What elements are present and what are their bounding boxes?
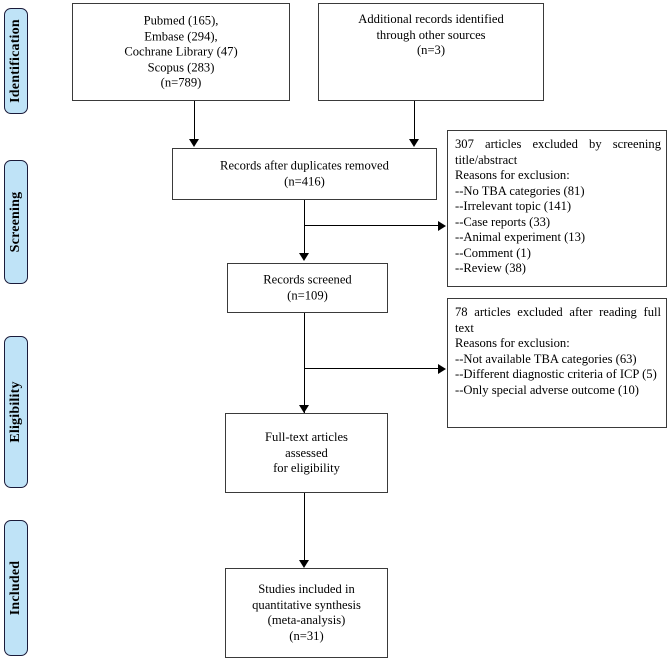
studies-included-line-2: quantitative synthesis <box>252 597 361 612</box>
stage-tab-identification-label: Identification <box>8 19 23 103</box>
stage-tab-eligibility: Eligibility <box>4 336 28 488</box>
stage-tab-eligibility-label: Eligibility <box>8 381 23 443</box>
excluded-title-abstract-reason-3: --Case reports (33) <box>455 214 551 229</box>
connector-database-to-duplicates <box>194 101 195 140</box>
arrowhead-fulltext-to-excluded-fulltext <box>438 364 446 374</box>
excluded-full-text-reason-2: --Different diagnostic criteria of ICP (… <box>455 367 657 381</box>
excluded-full-text-reason-1: --Not available TBA categories (63) <box>455 351 637 366</box>
excluded-title-abstract-reason-1: --No TBA categories (81) <box>455 183 585 198</box>
connector-screened-to-fulltext <box>304 313 305 413</box>
arrowhead-fulltext-to-included <box>299 560 309 568</box>
database-records-count: (n=789) <box>160 75 202 90</box>
box-full-text-assessed: Full-text articles assessed for eligibil… <box>225 413 388 493</box>
excluded-full-text-reasons-label: Reasons for exclusion: <box>455 336 570 350</box>
excluded-full-text-reason-3: --Only special adverse outcome (10) <box>455 382 639 397</box>
database-records-line-4: Scopus (283) <box>147 59 215 74</box>
duplicates-removed-count: (n=416) <box>284 174 325 188</box>
excluded-title-abstract-reasons-label: Reasons for exclusion: <box>455 168 570 182</box>
box-records-screened: Records screened (n=109) <box>227 263 388 313</box>
database-records-line-2: Embase (294), <box>144 28 218 43</box>
studies-included-line-3: (meta-analysis) <box>267 613 346 627</box>
stage-tab-identification: Identification <box>4 8 28 114</box>
arrowhead-screened-to-excluded-title <box>438 221 446 231</box>
database-records-line-1: Pubmed (165), <box>143 13 219 28</box>
box-excluded-title-abstract: 307 articles excluded by screening title… <box>447 130 667 287</box>
connector-screened-to-excluded-title <box>304 225 439 226</box>
full-text-assessed-line-3: for eligibility <box>273 460 340 475</box>
box-duplicates-removed: Records after duplicates removed (n=416) <box>172 148 437 200</box>
box-excluded-full-text: 78 articles excluded after reading full … <box>447 298 667 428</box>
excluded-title-abstract-reason-2: --Irrelevant topic (141) <box>455 199 572 213</box>
box-additional-records: Additional records identified through ot… <box>318 3 544 101</box>
full-text-assessed-line-2: assessed <box>285 445 328 460</box>
stage-tab-included: Included <box>4 520 28 656</box>
duplicates-removed-line-1: Records after duplicates removed <box>220 158 389 173</box>
arrowhead-database-to-duplicates <box>189 139 199 147</box>
additional-records-line-1: Additional records identified <box>358 12 504 26</box>
stage-tab-screening-label: Screening <box>8 191 23 253</box>
connector-additional-to-duplicates <box>414 101 415 140</box>
full-text-assessed-line-1: Full-text articles <box>265 429 348 444</box>
box-database-records: Pubmed (165), Embase (294), Cochrane Lib… <box>72 3 290 101</box>
excluded-title-abstract-reason-4: --Animal experiment (13) <box>455 230 586 244</box>
connector-fulltext-to-excluded-fulltext <box>304 368 439 369</box>
box-studies-included: Studies included in quantitative synthes… <box>225 568 388 658</box>
arrowhead-additional-to-duplicates <box>409 139 419 147</box>
excluded-title-abstract-reason-6: --Review (38) <box>455 261 526 275</box>
excluded-title-abstract-reason-5: --Comment (1) <box>455 245 531 260</box>
records-screened-line-1: Records screened <box>263 272 352 287</box>
excluded-title-abstract-heading: 307 articles excluded by screening title… <box>455 137 661 167</box>
arrowhead-screened-to-fulltext <box>299 405 309 413</box>
database-records-line-3: Cochrane Library (47) <box>124 44 238 59</box>
records-screened-count: (n=109) <box>287 288 328 302</box>
stage-tab-included-label: Included <box>8 560 23 616</box>
arrowhead-duplicates-to-screened <box>299 253 309 261</box>
studies-included-line-1: Studies included in <box>258 582 355 596</box>
connector-fulltext-to-included <box>304 493 305 561</box>
additional-records-count: (n=3) <box>416 43 446 57</box>
stage-tab-screening: Screening <box>4 160 28 284</box>
connector-duplicates-to-screened <box>304 200 305 254</box>
studies-included-count: (n=31) <box>289 628 324 643</box>
additional-records-line-2: through other sources <box>376 27 486 42</box>
excluded-full-text-heading: 78 articles excluded after reading full … <box>455 305 661 335</box>
